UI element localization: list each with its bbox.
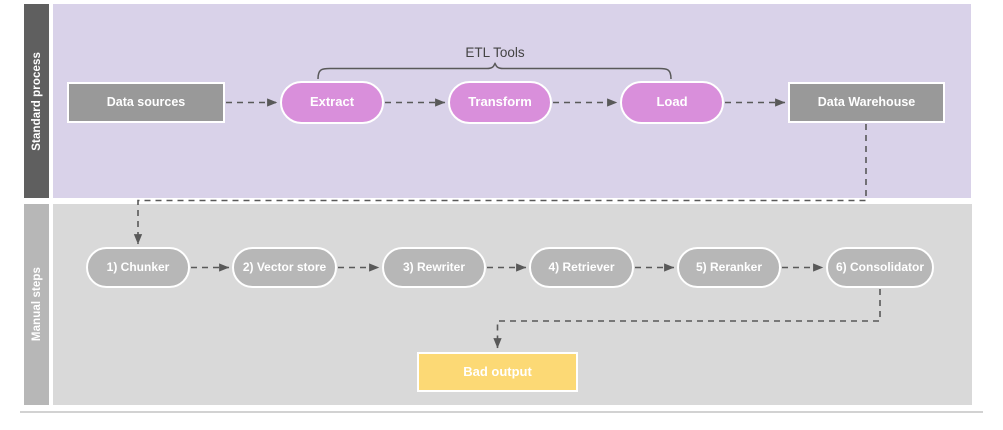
node-load-label: Load: [656, 94, 688, 110]
node-transform[interactable]: Transform: [448, 81, 552, 124]
node-bad-output[interactable]: Bad output: [417, 352, 578, 392]
node-rewriter-label: 3) Rewriter: [402, 259, 466, 274]
node-chunker-label: 1) Chunker: [106, 259, 170, 274]
node-retriever[interactable]: 4) Retriever: [529, 247, 634, 288]
node-vector-store-label: 2) Vector store: [242, 259, 327, 274]
node-retriever-label: 4) Retriever: [548, 259, 615, 274]
node-extract[interactable]: Extract: [280, 81, 384, 124]
node-chunker[interactable]: 1) Chunker: [86, 247, 190, 288]
node-transform-label: Transform: [468, 94, 532, 110]
node-vector-store[interactable]: 2) Vector store: [232, 247, 337, 288]
node-data-warehouse-label: Data Warehouse: [817, 95, 916, 110]
lane-band-standard-process: Standard process: [24, 4, 49, 198]
node-load[interactable]: Load: [620, 81, 724, 124]
bottom-divider: [20, 411, 983, 413]
node-bad-output-label: Bad output: [463, 363, 532, 379]
node-consolidator-label: 6) Consolidator: [835, 259, 924, 274]
etl-tools-label: ETL Tools: [465, 45, 525, 60]
node-consolidator[interactable]: 6) Consolidator: [826, 247, 934, 288]
lane-label-manual-steps: Manual steps: [30, 267, 43, 342]
node-extract-label: Extract: [309, 94, 355, 110]
node-reranker[interactable]: 5) Reranker: [677, 247, 781, 288]
node-rewriter[interactable]: 3) Rewriter: [382, 247, 486, 288]
node-data-sources-label: Data sources: [106, 95, 186, 110]
node-data-sources[interactable]: Data sources: [67, 82, 225, 123]
node-data-warehouse[interactable]: Data Warehouse: [788, 82, 945, 123]
node-reranker-label: 5) Reranker: [695, 259, 763, 274]
lane-band-manual-steps: Manual steps: [24, 204, 49, 405]
lane-label-standard-process: Standard process: [30, 51, 43, 151]
